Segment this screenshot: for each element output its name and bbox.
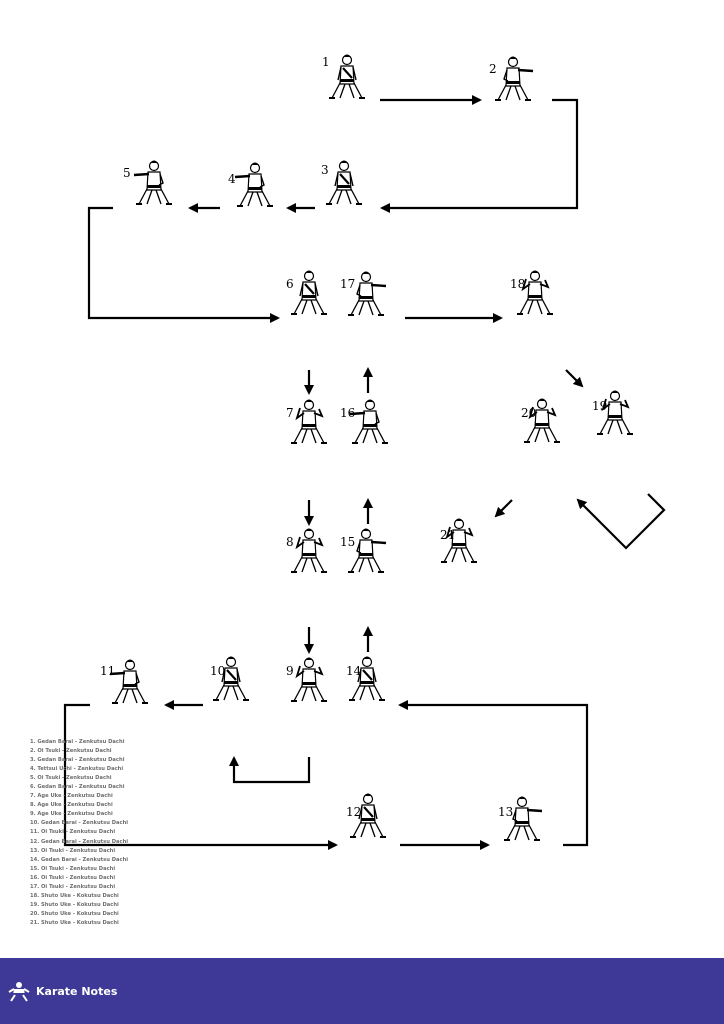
step-17: 17 [340, 270, 388, 317]
step-number: 20 [521, 406, 536, 420]
step-number: 8 [286, 535, 294, 549]
arrow-20-to-21 [494, 499, 513, 518]
step-number: 1 [322, 55, 330, 69]
legend-item: 8. Age Uke - Zenkutsu Dachi [30, 802, 113, 809]
arrow-13-to-14 [398, 700, 589, 847]
step-19: 19 [592, 389, 634, 435]
step-4: 4 [228, 161, 275, 208]
step-number: 21 [440, 528, 455, 542]
step-number: 13 [498, 805, 513, 819]
step-number: 2 [489, 62, 497, 76]
karateka-figure-icon [132, 159, 174, 206]
legend-item: 13. Oi Tsuki - Zenkutsu Dachi [30, 847, 116, 854]
step-15: 15 [340, 527, 388, 574]
step-11: 11 [100, 658, 150, 705]
step-number: 3 [321, 163, 329, 177]
karateka-figure-icon [108, 658, 150, 705]
flow-arrows [63, 95, 666, 850]
step-18: 18 [510, 269, 554, 315]
legend-item: 20. Shuto Uke - Kokutsu Dachi [30, 910, 119, 917]
step-8: 8 [286, 527, 328, 573]
step-14: 14 [346, 655, 387, 702]
step-21: 21 [440, 517, 478, 563]
karateka-figure-icon [348, 398, 390, 445]
step-12: 12 [346, 792, 388, 839]
karateka-figure-icon [290, 656, 328, 702]
legend-item: 17. Oi Tsuki - Zenkutsu Dachi [30, 883, 116, 890]
legend-item: 9. Age Uke - Zenkutsu Dachi [30, 811, 113, 818]
step-number: 12 [346, 805, 361, 819]
legend-item: 2. Oi Tsuki - Zenkutsu Dachi [30, 748, 112, 755]
arrow-2-to-3 [380, 98, 579, 213]
step-number: 17 [340, 277, 355, 291]
legend-item: 1. Gedan Barai - Zenkutsu Dachi [30, 739, 125, 745]
technique-legend: 1. Gedan Barai - Zenkutsu Dachi 2. Oi Tsu… [30, 738, 128, 928]
legend-item: 5. Oi Tsuki - Zenkutsu Dachi [30, 775, 112, 782]
karateka-figure-icon [324, 159, 364, 206]
legend-item: 4. Tettsui Uchi - Zenkutsu Dachi [30, 766, 124, 773]
step-number: 11 [100, 664, 115, 678]
karateka-figure-icon [290, 398, 328, 444]
step-10: 10 [210, 655, 251, 702]
arrow-5-to-6 [87, 206, 280, 323]
step-number: 6 [286, 277, 294, 291]
karateka-figure-icon [233, 161, 275, 208]
step-6: 6 [286, 269, 329, 316]
step-number: 4 [228, 172, 236, 186]
brand-name: Karate Notes [36, 985, 118, 998]
footer-bar: Karate Notes [0, 958, 724, 1024]
legend-item: 19. Shuto Uke - Kokutsu Dachi [30, 901, 119, 908]
legend-item: 3. Gedan Barai - Zenkutsu Dachi [30, 757, 125, 764]
arrow-9-to-10-loop [229, 756, 311, 784]
step-number: 14 [346, 664, 362, 678]
step-number: 16 [340, 406, 355, 420]
karateka-figure-icon [289, 269, 329, 316]
step-5: 5 [123, 159, 174, 206]
step-number: 7 [286, 406, 294, 420]
step-number: 10 [210, 664, 225, 678]
step-number: 18 [510, 277, 525, 291]
legend-item: 10. Gedan Barai - Zenkutsu Dachi [30, 820, 129, 827]
legend-item: 15. Oi Tsuki - Zenkutsu Dachi [30, 865, 116, 872]
legend-item: 12. Gedan Barai - Zenkutsu Dachi [30, 838, 129, 845]
arrow-19-to-20-loop [576, 493, 666, 550]
step-9: 9 [286, 656, 328, 702]
karateka-figure-icon [290, 527, 328, 573]
step-number: 9 [286, 664, 294, 678]
step-number: 15 [340, 535, 355, 549]
step-7: 7 [286, 398, 328, 444]
legend-item: 14. Gedan Barai - Zenkutsu Dachi [30, 856, 129, 863]
arrow-18-to-19 [565, 369, 584, 388]
arrow-11-to-12 [63, 703, 338, 850]
step-13: 13 [498, 795, 544, 842]
karateka-figure-icon [327, 53, 367, 100]
step-3: 3 [321, 159, 364, 206]
step-number: 5 [123, 166, 131, 180]
step-16: 16 [340, 398, 390, 445]
legend-item: 16. Oi Tsuki - Zenkutsu Dachi [30, 874, 116, 881]
step-1: 1 [322, 53, 367, 100]
legend-item: 18. Shuto Uke - Kokutsu Dachi [30, 892, 119, 899]
step-20: 20 [521, 397, 561, 443]
legend-item: 6. Gedan Barai - Zenkutsu Dachi [30, 784, 125, 791]
legend-item: 7. Age Uke - Zenkutsu Dachi [30, 793, 113, 800]
karateka-figure-icon [493, 55, 535, 102]
karateka-logo-icon [8, 982, 30, 1002]
legend-item: 21. Shuto Uke - Kokutsu Dachi [30, 919, 119, 926]
legend-item: 11. Oi Tsuki - Zenkutsu Dachi [30, 829, 116, 836]
step-number: 19 [592, 399, 607, 413]
step-2: 2 [489, 55, 535, 102]
